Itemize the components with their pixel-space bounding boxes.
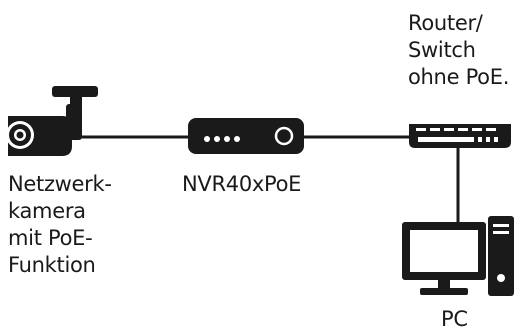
router-label-line-3: ohne PoE. (408, 65, 510, 89)
camera-icon (6, 86, 98, 156)
nvr-icon (188, 118, 304, 154)
camera-label-line-3: mit PoE- (8, 226, 93, 250)
camera-label-line-2: kamera (8, 199, 86, 223)
router-label-line-2: Switch (408, 38, 476, 62)
router-switch-icon (409, 124, 511, 148)
camera-label-line-1: Netzwerk- (8, 172, 112, 196)
camera-label-line-4: Funktion (8, 253, 96, 277)
camera-label: Netzwerk- kamera mit PoE- Funktion (8, 171, 112, 279)
pc-label: PC (441, 307, 468, 331)
router-label-line-1: Router/ (408, 11, 483, 35)
nvr-label: NVR40xPoE (182, 172, 302, 196)
pc-icon (402, 216, 514, 296)
router-label: Router/ Switch ohne PoE. (408, 10, 509, 91)
